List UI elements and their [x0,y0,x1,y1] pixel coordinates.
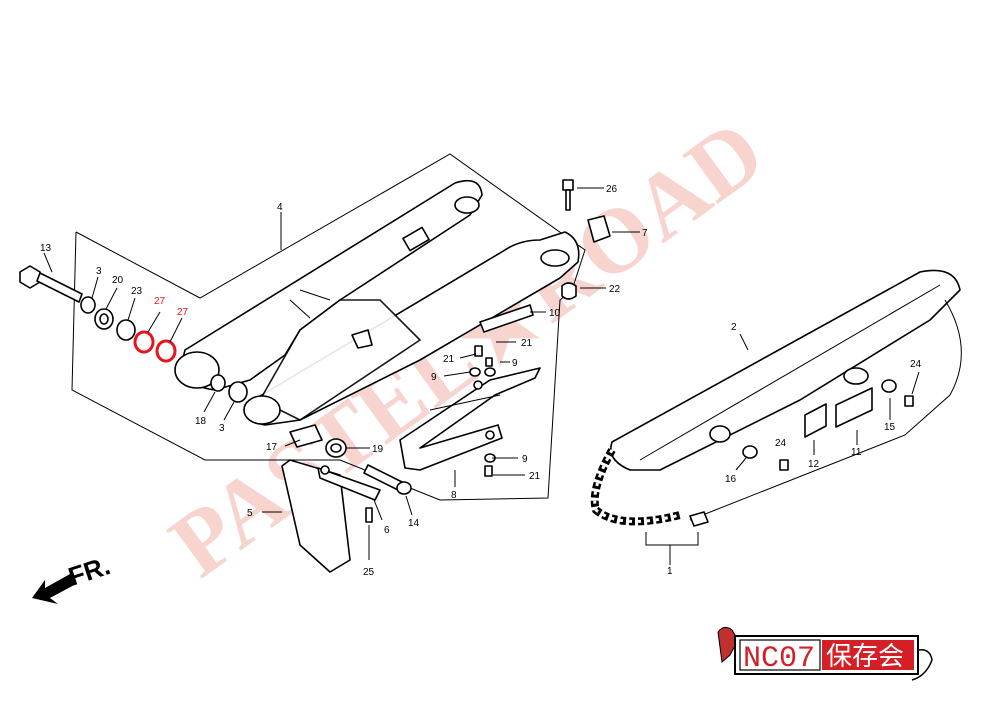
callout-27-highlight: 27 [154,296,166,307]
adjuster-bolt [363,464,412,495]
callout-16: 16 [725,474,737,485]
callout-15: 15 [884,422,896,433]
callout-13: 13 [40,243,52,254]
callout-10: 10 [549,308,561,319]
assembly-outline [71,153,586,501]
logo-name: 保存会 [826,642,904,672]
pivot-hardware [19,265,248,403]
callout-26: 26 [606,184,618,195]
chain-slider [399,367,541,471]
callout-14: 14 [408,518,420,529]
callout-21: 21 [443,354,455,365]
callout-24: 24 [775,438,787,449]
callout-3: 3 [219,423,225,434]
callout-23: 23 [131,286,143,297]
callout-21: 21 [521,338,533,349]
callout-6: 6 [384,525,390,536]
callout-2: 2 [731,322,737,333]
front-direction-marker: FR. [32,550,114,604]
callout-9: 9 [512,358,518,369]
mudguard [281,459,381,573]
callout-9: 9 [431,372,437,383]
callout-8: 8 [451,490,457,501]
callout-4: 4 [277,202,283,213]
drive-chain [590,448,709,546]
front-arrow-icon [32,574,76,604]
front-label: FR. [65,550,114,591]
callout-7: 7 [642,228,648,239]
callout-22: 22 [609,284,621,295]
callout-19: 19 [372,444,384,455]
callout-3: 3 [96,266,102,277]
callout-27-highlight: 27 [177,307,189,318]
callout-9: 9 [522,454,528,465]
swingarm [174,179,580,426]
callout-11: 11 [851,447,862,458]
upper-small-parts [479,179,611,333]
callout-12: 12 [808,459,820,470]
callout-24: 24 [910,359,922,370]
callout-25: 25 [363,567,375,578]
callout-17: 17 [266,442,278,453]
callout-5: 5 [247,508,253,519]
callout-18: 18 [195,416,207,427]
callout-21: 21 [529,471,541,482]
chain-case [610,269,962,521]
leader-lines [43,187,920,565]
callout-20: 20 [112,275,124,286]
callout-1: 1 [667,566,673,577]
logo-code: NC07 [743,642,815,676]
club-logo: NC07 保存会 [717,626,933,681]
callout-labels: 1 2 3 3 4 5 6 7 8 9 9 9 10 11 12 13 14 1… [40,184,922,578]
